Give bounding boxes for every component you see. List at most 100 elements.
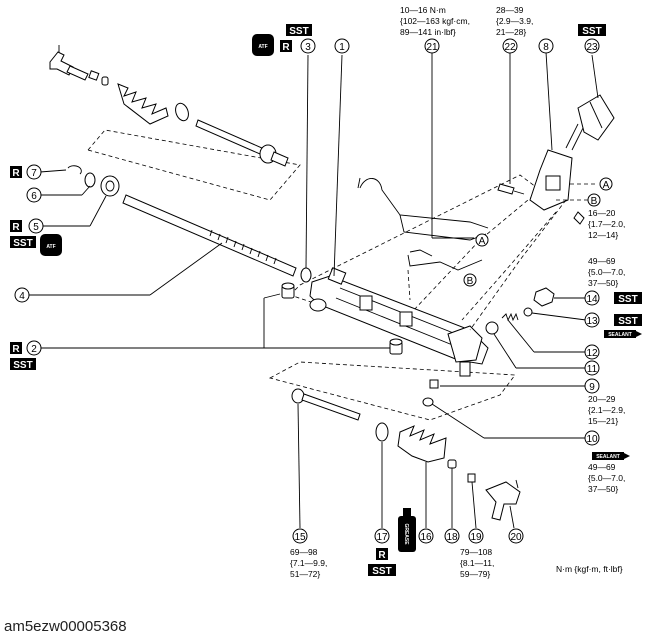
svg-text:SEALANT: SEALANT (608, 332, 632, 338)
r-badge-3: R (280, 40, 292, 53)
svg-text:17: 17 (376, 532, 388, 543)
torque-spec-9: 20—29 {2.1—2.9, 15—21} (588, 394, 625, 426)
callout-22: 22 (502, 38, 518, 54)
upper-boot-group-boundary (87, 129, 301, 201)
callout-1: 1 (334, 38, 350, 54)
svg-text:9: 9 (589, 382, 595, 393)
washer (84, 172, 96, 188)
svg-text:R: R (282, 42, 290, 53)
svg-text:SST: SST (13, 238, 32, 249)
upper-boot (117, 83, 169, 125)
svg-text:79—108: 79—108 (460, 547, 492, 557)
ref-b-top: B (587, 193, 601, 207)
svg-text:{2.1—2.9,: {2.1—2.9, (588, 405, 625, 415)
adjusting-spring (501, 312, 519, 322)
image-id-caption: am5ezw00005368 (4, 618, 127, 635)
sst-badge-5: SST (10, 236, 36, 249)
lower-boot-group-boundary (268, 361, 516, 421)
bushing (100, 175, 120, 197)
mount-bushing-lower (389, 338, 403, 355)
torque-spec-15: 69—98 {7.1—9.9, 51—72} (290, 547, 327, 579)
svg-text:{2.9—3.9,: {2.9—3.9, (496, 16, 533, 26)
svg-text:{5.0—7.0,: {5.0—7.0, (588, 267, 625, 277)
upper-boot-clamp (175, 102, 189, 122)
callout-19: 19 (468, 528, 484, 544)
torque-spec-14: 49—69 {5.0—7.0, 37—50} (588, 256, 625, 288)
callout-20: 20 (508, 528, 524, 544)
lower-inner-tie-rod (291, 388, 361, 421)
svg-text:ATF: ATF (46, 244, 55, 250)
small-bolt (573, 211, 585, 225)
lower-tie-rod-end (485, 479, 521, 521)
svg-text:59—79}: 59—79} (460, 569, 490, 579)
svg-text:{1.7—2.0,: {1.7—2.0, (588, 219, 625, 229)
svg-text:28—39: 28—39 (496, 5, 524, 15)
units-note: N·m {kgf·m, ft·lbf} (556, 564, 623, 574)
upper-inner-tie-rod (195, 119, 289, 167)
callout-9: 9 (584, 378, 600, 394)
upper-small-clamp (101, 76, 109, 86)
snap-ring (67, 165, 82, 175)
callout-21: 21 (424, 38, 440, 54)
svg-text:14: 14 (586, 294, 598, 305)
svg-text:49—69: 49—69 (588, 256, 616, 266)
upper-locknut (88, 70, 100, 81)
ref-a-pipe: A (475, 233, 489, 247)
svg-text:{7.1—9.9,: {7.1—9.9, (290, 558, 327, 568)
sst-badge-17: SST (368, 564, 396, 577)
svg-text:4: 4 (19, 291, 25, 302)
callout-14: 14 (584, 290, 600, 306)
upper-tie-rod-end (49, 45, 89, 81)
support-yoke (485, 321, 499, 335)
svg-text:GREASE: GREASE (403, 523, 409, 545)
lower-small-clamp (447, 459, 457, 469)
svg-text:1: 1 (339, 42, 345, 53)
atf-can-5: ATF (40, 234, 62, 256)
svg-text:ATF: ATF (258, 44, 267, 50)
callout-13: 13 (584, 312, 600, 328)
svg-text:SST: SST (618, 316, 637, 327)
svg-text:15: 15 (294, 532, 306, 543)
svg-text:7: 7 (31, 168, 37, 179)
svg-text:37—50}: 37—50} (588, 278, 618, 288)
svg-text:18: 18 (446, 532, 458, 543)
mount-bushing-upper (281, 282, 295, 299)
torque-spec-21: 10—16 N·m {102—163 kgf·cm, 89—141 in·lbf… (400, 5, 470, 37)
sst-badge-3: SST (286, 24, 312, 37)
ref-b-pipe: B (463, 273, 477, 287)
atf-can-3: ATF (252, 34, 274, 56)
svg-text:13: 13 (586, 316, 598, 327)
callout-10: 10 (584, 430, 600, 446)
svg-text:B: B (467, 276, 474, 287)
sst-badge-14: SST (614, 292, 642, 305)
sst-badge-2: SST (10, 358, 36, 371)
grease-tube-16: GREASE (398, 508, 416, 552)
callout-11: 11 (584, 360, 600, 376)
svg-text:37—50}: 37—50} (588, 484, 618, 494)
gear-housing (309, 267, 489, 377)
callout-2: 2 (26, 340, 42, 356)
steering-rack (122, 194, 297, 277)
lower-boot-clamp (375, 422, 389, 442)
svg-text:{102—163 kgf·cm,: {102—163 kgf·cm, (400, 16, 470, 26)
locknut-14 (533, 287, 555, 307)
sealant-badge-10: SEALANT (592, 452, 630, 460)
svg-text:8: 8 (543, 42, 549, 53)
svg-text:20: 20 (510, 532, 522, 543)
svg-text:22: 22 (504, 42, 516, 53)
svg-text:15—21}: 15—21} (588, 416, 618, 426)
svg-text:49—69: 49—69 (588, 462, 616, 472)
svg-text:SST: SST (618, 294, 637, 305)
svg-text:89—141 in·lbf}: 89—141 in·lbf} (400, 27, 456, 37)
callout-5: 5 (28, 218, 44, 234)
svg-text:SST: SST (13, 360, 32, 371)
lower-locknut (467, 473, 476, 483)
oil-seal-10 (422, 397, 434, 407)
svg-text:5: 5 (33, 222, 39, 233)
svg-text:51—72}: 51—72} (290, 569, 320, 579)
bushing-hole (105, 180, 115, 192)
svg-text:10—16 N·m: 10—16 N·m (400, 5, 446, 15)
svg-text:SST: SST (582, 26, 601, 37)
svg-text:12: 12 (586, 348, 598, 359)
svg-text:3: 3 (305, 42, 311, 53)
